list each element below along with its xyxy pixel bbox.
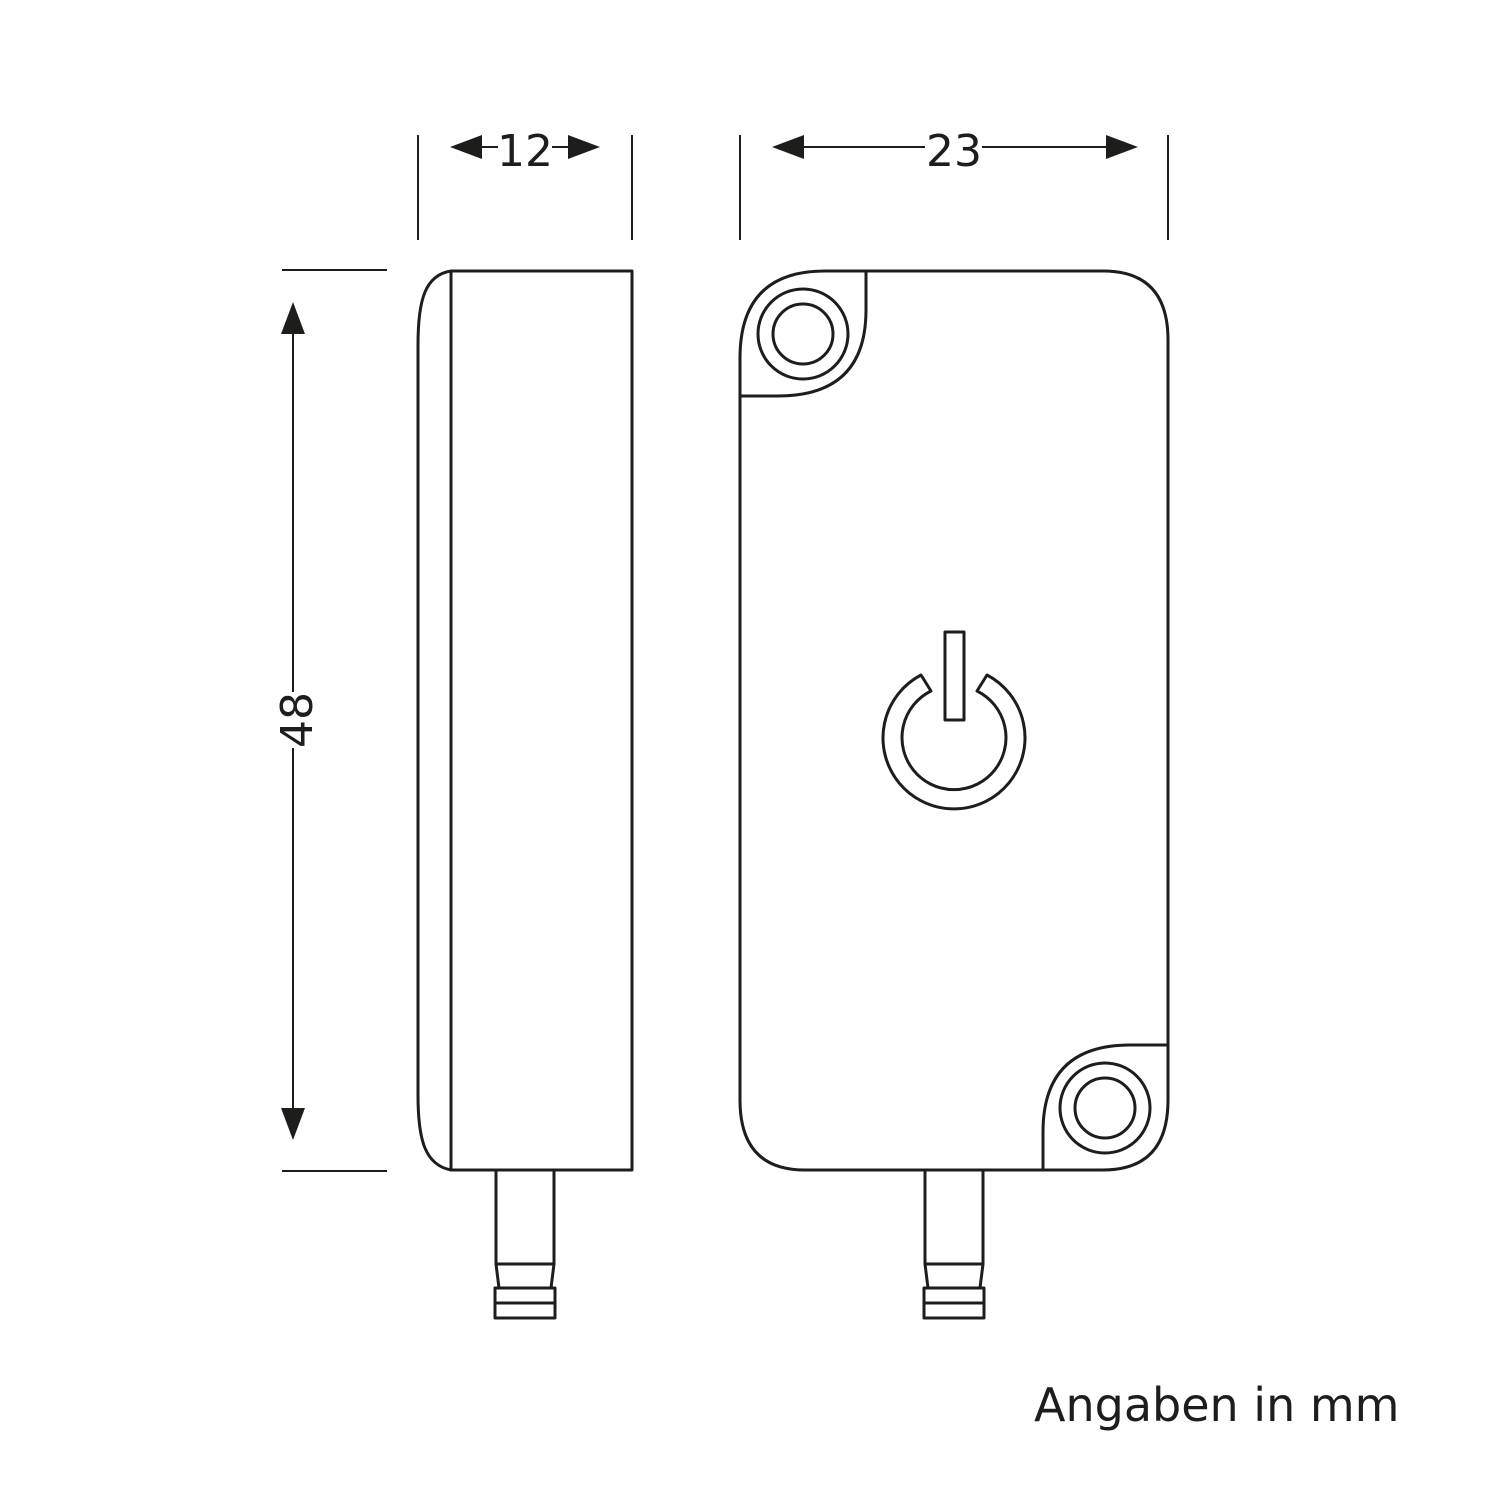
height-dimension-value: 48 (272, 692, 323, 748)
cable-shaft (494, 1171, 556, 1266)
units-note: Angaben in mm (1034, 1378, 1400, 1432)
power-icon-bar (943, 630, 966, 722)
power-icon (881, 630, 1027, 811)
cable-taper (923, 1263, 985, 1289)
depth-arrow-right (568, 135, 600, 159)
width-dimension-value: 23 (926, 126, 982, 177)
screw-ring-outer-bottom-right (1058, 1061, 1152, 1155)
side-view (416, 269, 634, 1320)
side-view-rounded-edge (416, 269, 452, 1172)
screw-hole-bottom-right (1073, 1076, 1137, 1140)
front-view-cable-connector (922, 1171, 986, 1320)
width-arrow-right (1106, 135, 1138, 159)
side-view-cable-connector (493, 1171, 557, 1320)
screw-ring-outer-top-left (756, 287, 850, 381)
width-arrow-left (772, 135, 804, 159)
depth-dimension-value: 12 (497, 126, 553, 177)
mount-lobe-top-left (740, 271, 868, 398)
height-arrow-top (281, 302, 305, 334)
screw-hole-top-left (771, 302, 835, 366)
height-dimension: 48 (272, 269, 387, 1172)
cable-taper (494, 1263, 556, 1289)
height-arrow-bottom (281, 1108, 305, 1140)
mount-lobe-bottom-right (1041, 1043, 1168, 1170)
depth-arrow-left (450, 135, 482, 159)
depth-dimension: 12 (417, 126, 633, 240)
side-view-body (449, 269, 634, 1172)
width-dimension: 23 (739, 126, 1169, 240)
screw-mount-bottom-right (1041, 1043, 1168, 1170)
screw-mount-top-left (740, 271, 868, 398)
cable-shaft (923, 1171, 985, 1266)
front-view (738, 269, 1170, 1320)
power-icon-ring (881, 673, 1027, 811)
front-view-body (738, 269, 1170, 1172)
